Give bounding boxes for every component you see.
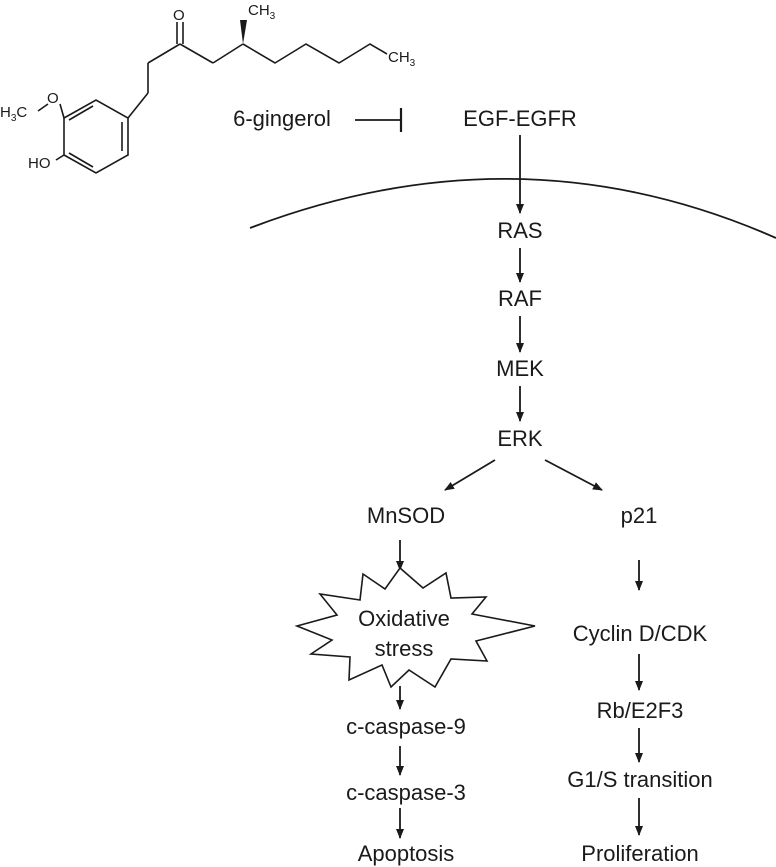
left-step-apoptosis: Apoptosis bbox=[358, 841, 455, 866]
alkyl-tail bbox=[242, 43, 388, 64]
cascade-mek: MEK bbox=[496, 356, 544, 381]
right-top-p21: p21 bbox=[621, 503, 658, 528]
methoxy-methyl-label: H3C bbox=[0, 104, 27, 124]
right-step-rb: Rb/E2F3 bbox=[597, 698, 684, 723]
terminal-methyl-label: CH3 bbox=[388, 49, 416, 69]
methoxy-oxygen-label: O bbox=[47, 90, 59, 107]
right-step-proliferation: Proliferation bbox=[581, 841, 698, 866]
inhibitor-label: 6-gingerol bbox=[233, 106, 331, 131]
cascade-erk: ERK bbox=[497, 426, 543, 451]
receptor-label: EGF-EGFR bbox=[463, 106, 577, 131]
arrow-erk-p21 bbox=[544, 459, 603, 491]
left-step-caspase9: c-caspase-9 bbox=[346, 714, 466, 739]
stress-label-line1: Oxidative bbox=[358, 606, 450, 631]
carbonyl-oxygen-label: O bbox=[173, 7, 185, 24]
hydroxyl-label: HO bbox=[28, 155, 51, 172]
hydroxyl-bond bbox=[55, 154, 65, 161]
left-top-mnsod: MnSOD bbox=[367, 503, 445, 528]
arrow-erk-mnsod bbox=[444, 459, 496, 491]
gingerol-structure: O CH3 CH3 O H3C HO bbox=[0, 2, 416, 174]
cascade-ras: RAS bbox=[497, 218, 542, 243]
methoxy-bond bbox=[59, 103, 65, 119]
right-step-g1s: G1/S transition bbox=[567, 767, 713, 792]
left-step-caspase3: c-caspase-3 bbox=[346, 780, 466, 805]
stereo-wedge bbox=[240, 20, 247, 44]
right-step-cyclin: Cyclin D/CDK bbox=[573, 621, 708, 646]
stress-label-line2: stress bbox=[375, 636, 434, 661]
cell-membrane bbox=[249, 178, 776, 239]
cascade-raf: RAF bbox=[498, 286, 542, 311]
methyl-label: CH3 bbox=[248, 2, 276, 22]
benzene-ring bbox=[63, 99, 129, 174]
oxidative-stress-burst bbox=[294, 566, 536, 689]
side-chain bbox=[127, 92, 149, 119]
